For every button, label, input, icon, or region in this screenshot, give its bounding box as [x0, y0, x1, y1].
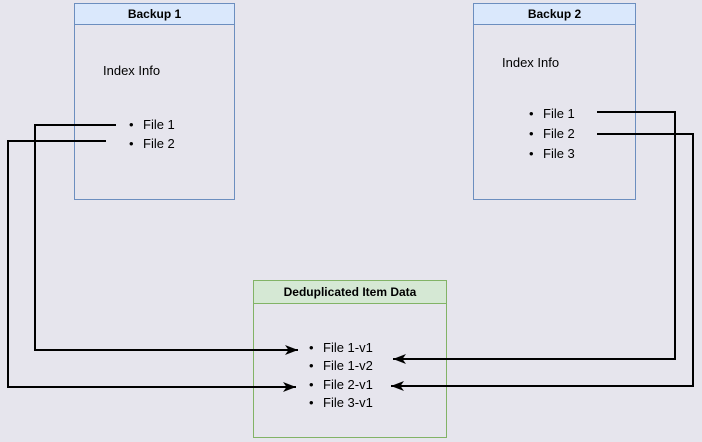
list-item: File 2	[529, 123, 575, 143]
file-label: File 1-v1	[323, 339, 373, 355]
list-item: File 2	[129, 134, 175, 153]
file-label: File 2-v1	[323, 376, 373, 392]
list-item: File 1	[129, 115, 175, 134]
bullet-icon	[309, 377, 323, 392]
list-item: File 1-v1	[309, 338, 373, 357]
file-label: File 3	[543, 145, 575, 161]
list-item: File 1	[529, 103, 575, 123]
file-label: File 1	[543, 105, 575, 121]
file-label: File 3-v1	[323, 395, 373, 411]
backup1-index-info-label: Index Info	[103, 63, 161, 78]
dedup-file-list: File 1-v1 File 1-v2 File 2-v1 File 3-v1	[309, 338, 373, 412]
file-label: File 1-v2	[323, 358, 373, 374]
bullet-icon	[529, 126, 543, 141]
list-item: File 2-v1	[309, 375, 373, 394]
list-item: File 3-v1	[309, 394, 373, 413]
backup1-title: Backup 1	[75, 4, 234, 25]
backup2-index-info-label: Index Info	[502, 55, 560, 70]
list-item: File 1-v2	[309, 357, 373, 376]
file-label: File 2	[143, 136, 175, 151]
file-label: File 1	[143, 117, 175, 132]
backup1-box: Backup 1 Index Info File 1 File 2	[74, 3, 235, 200]
bullet-icon	[309, 340, 323, 355]
backup2-box: Backup 2 Index Info File 1 File 2 File 3	[473, 3, 636, 200]
bullet-icon	[529, 146, 543, 161]
bullet-icon	[309, 358, 323, 373]
bullet-icon	[129, 117, 143, 132]
backup1-file-list: File 1 File 2	[129, 115, 175, 153]
backup2-title: Backup 2	[474, 4, 635, 25]
list-item: File 3	[529, 143, 575, 163]
dedup-title: Deduplicated Item Data	[254, 281, 446, 304]
file-label: File 2	[543, 125, 575, 141]
dedup-box: Deduplicated Item Data File 1-v1 File 1-…	[253, 280, 447, 438]
bullet-icon	[129, 136, 143, 151]
backup2-file-list: File 1 File 2 File 3	[529, 103, 575, 163]
bullet-icon	[309, 395, 323, 410]
bullet-icon	[529, 106, 543, 121]
